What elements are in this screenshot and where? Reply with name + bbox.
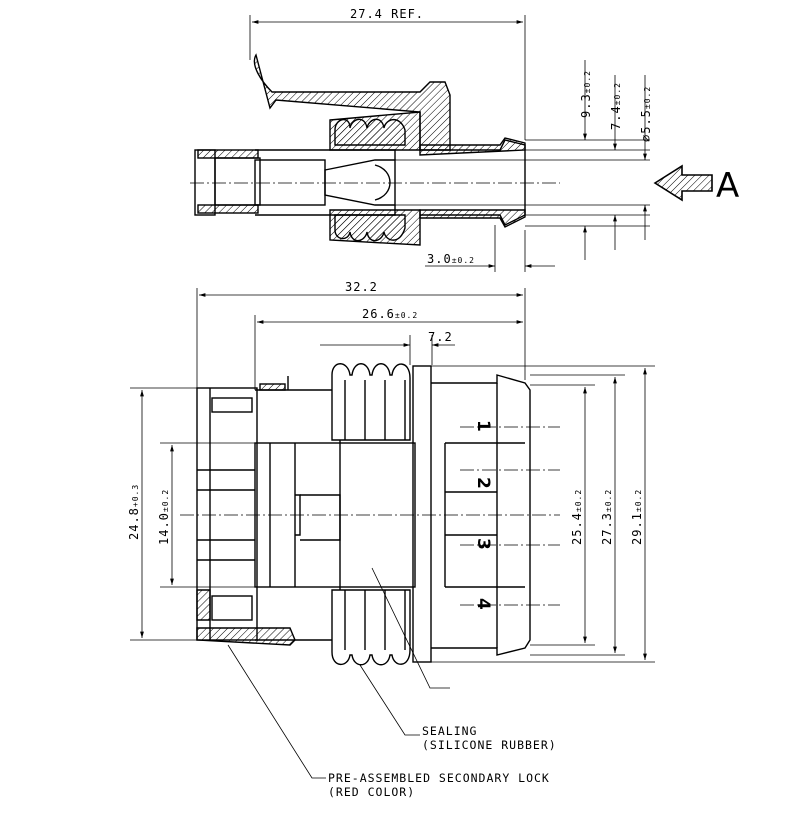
seal-lower <box>334 214 406 242</box>
dim-dia-5-5: ∅5.5±0.2 <box>639 86 653 142</box>
view-arrow-a: A <box>653 164 739 206</box>
dim-3-0: 3.0±0.2 <box>427 252 475 266</box>
sealing-rubber-bottom <box>331 589 411 666</box>
dim-7-4: 7.4±0.2 <box>609 82 623 130</box>
view-label-a: A <box>716 166 739 206</box>
dim-24-8: 24.8+0.3 <box>127 484 141 540</box>
secondary-lock-red <box>196 627 296 646</box>
dim-14-0: 14.0±0.2 <box>157 489 171 545</box>
leader-secondary-lock <box>227 644 326 779</box>
note-sealing-line1: SEALING <box>422 724 477 738</box>
dim-27-3: 27.3±0.2 <box>600 489 614 545</box>
dim-32-2: 32.2 <box>345 280 378 294</box>
pin-label-3: 3 <box>473 538 493 550</box>
front-face <box>431 374 531 656</box>
sealing-rubber-top <box>331 363 411 441</box>
leader-sealing <box>359 664 420 736</box>
top-section-view: 27.4 REF. 9.3±0.2 <box>190 7 739 272</box>
note-sealing-line2: (SILICONE RUBBER) <box>422 738 557 752</box>
dim-7-2: 7.2 <box>428 330 453 344</box>
seal-upper <box>334 118 406 146</box>
nozzle-wall-top <box>419 137 526 156</box>
pin-label-4: 4 <box>473 598 493 610</box>
bottom-view: 32.2 26.6±0.2 7.2 24.8+0.3 14.0±0.2 <box>127 280 655 779</box>
dim-26-6: 26.6±0.2 <box>362 307 418 321</box>
note-lock-line1: PRE-ASSEMBLED SECONDARY LOCK <box>328 771 550 785</box>
leader-inner <box>371 567 450 689</box>
pin-label-2: 2 <box>473 477 493 489</box>
flange <box>412 365 432 663</box>
notes: SEALING (SILICONE RUBBER) PRE-ASSEMBLED … <box>328 724 557 799</box>
pin-label-1: 1 <box>473 420 493 432</box>
nozzle-wall-bottom <box>419 209 526 228</box>
dim-9-3: 9.3±0.2 <box>579 70 593 118</box>
dim-29-1: 29.1±0.2 <box>630 489 644 545</box>
dim-25-4: 25.4±0.2 <box>570 489 584 545</box>
dim-27-4-ref: 27.4 REF. <box>350 7 424 21</box>
note-lock-line2: (RED COLOR) <box>328 785 415 799</box>
